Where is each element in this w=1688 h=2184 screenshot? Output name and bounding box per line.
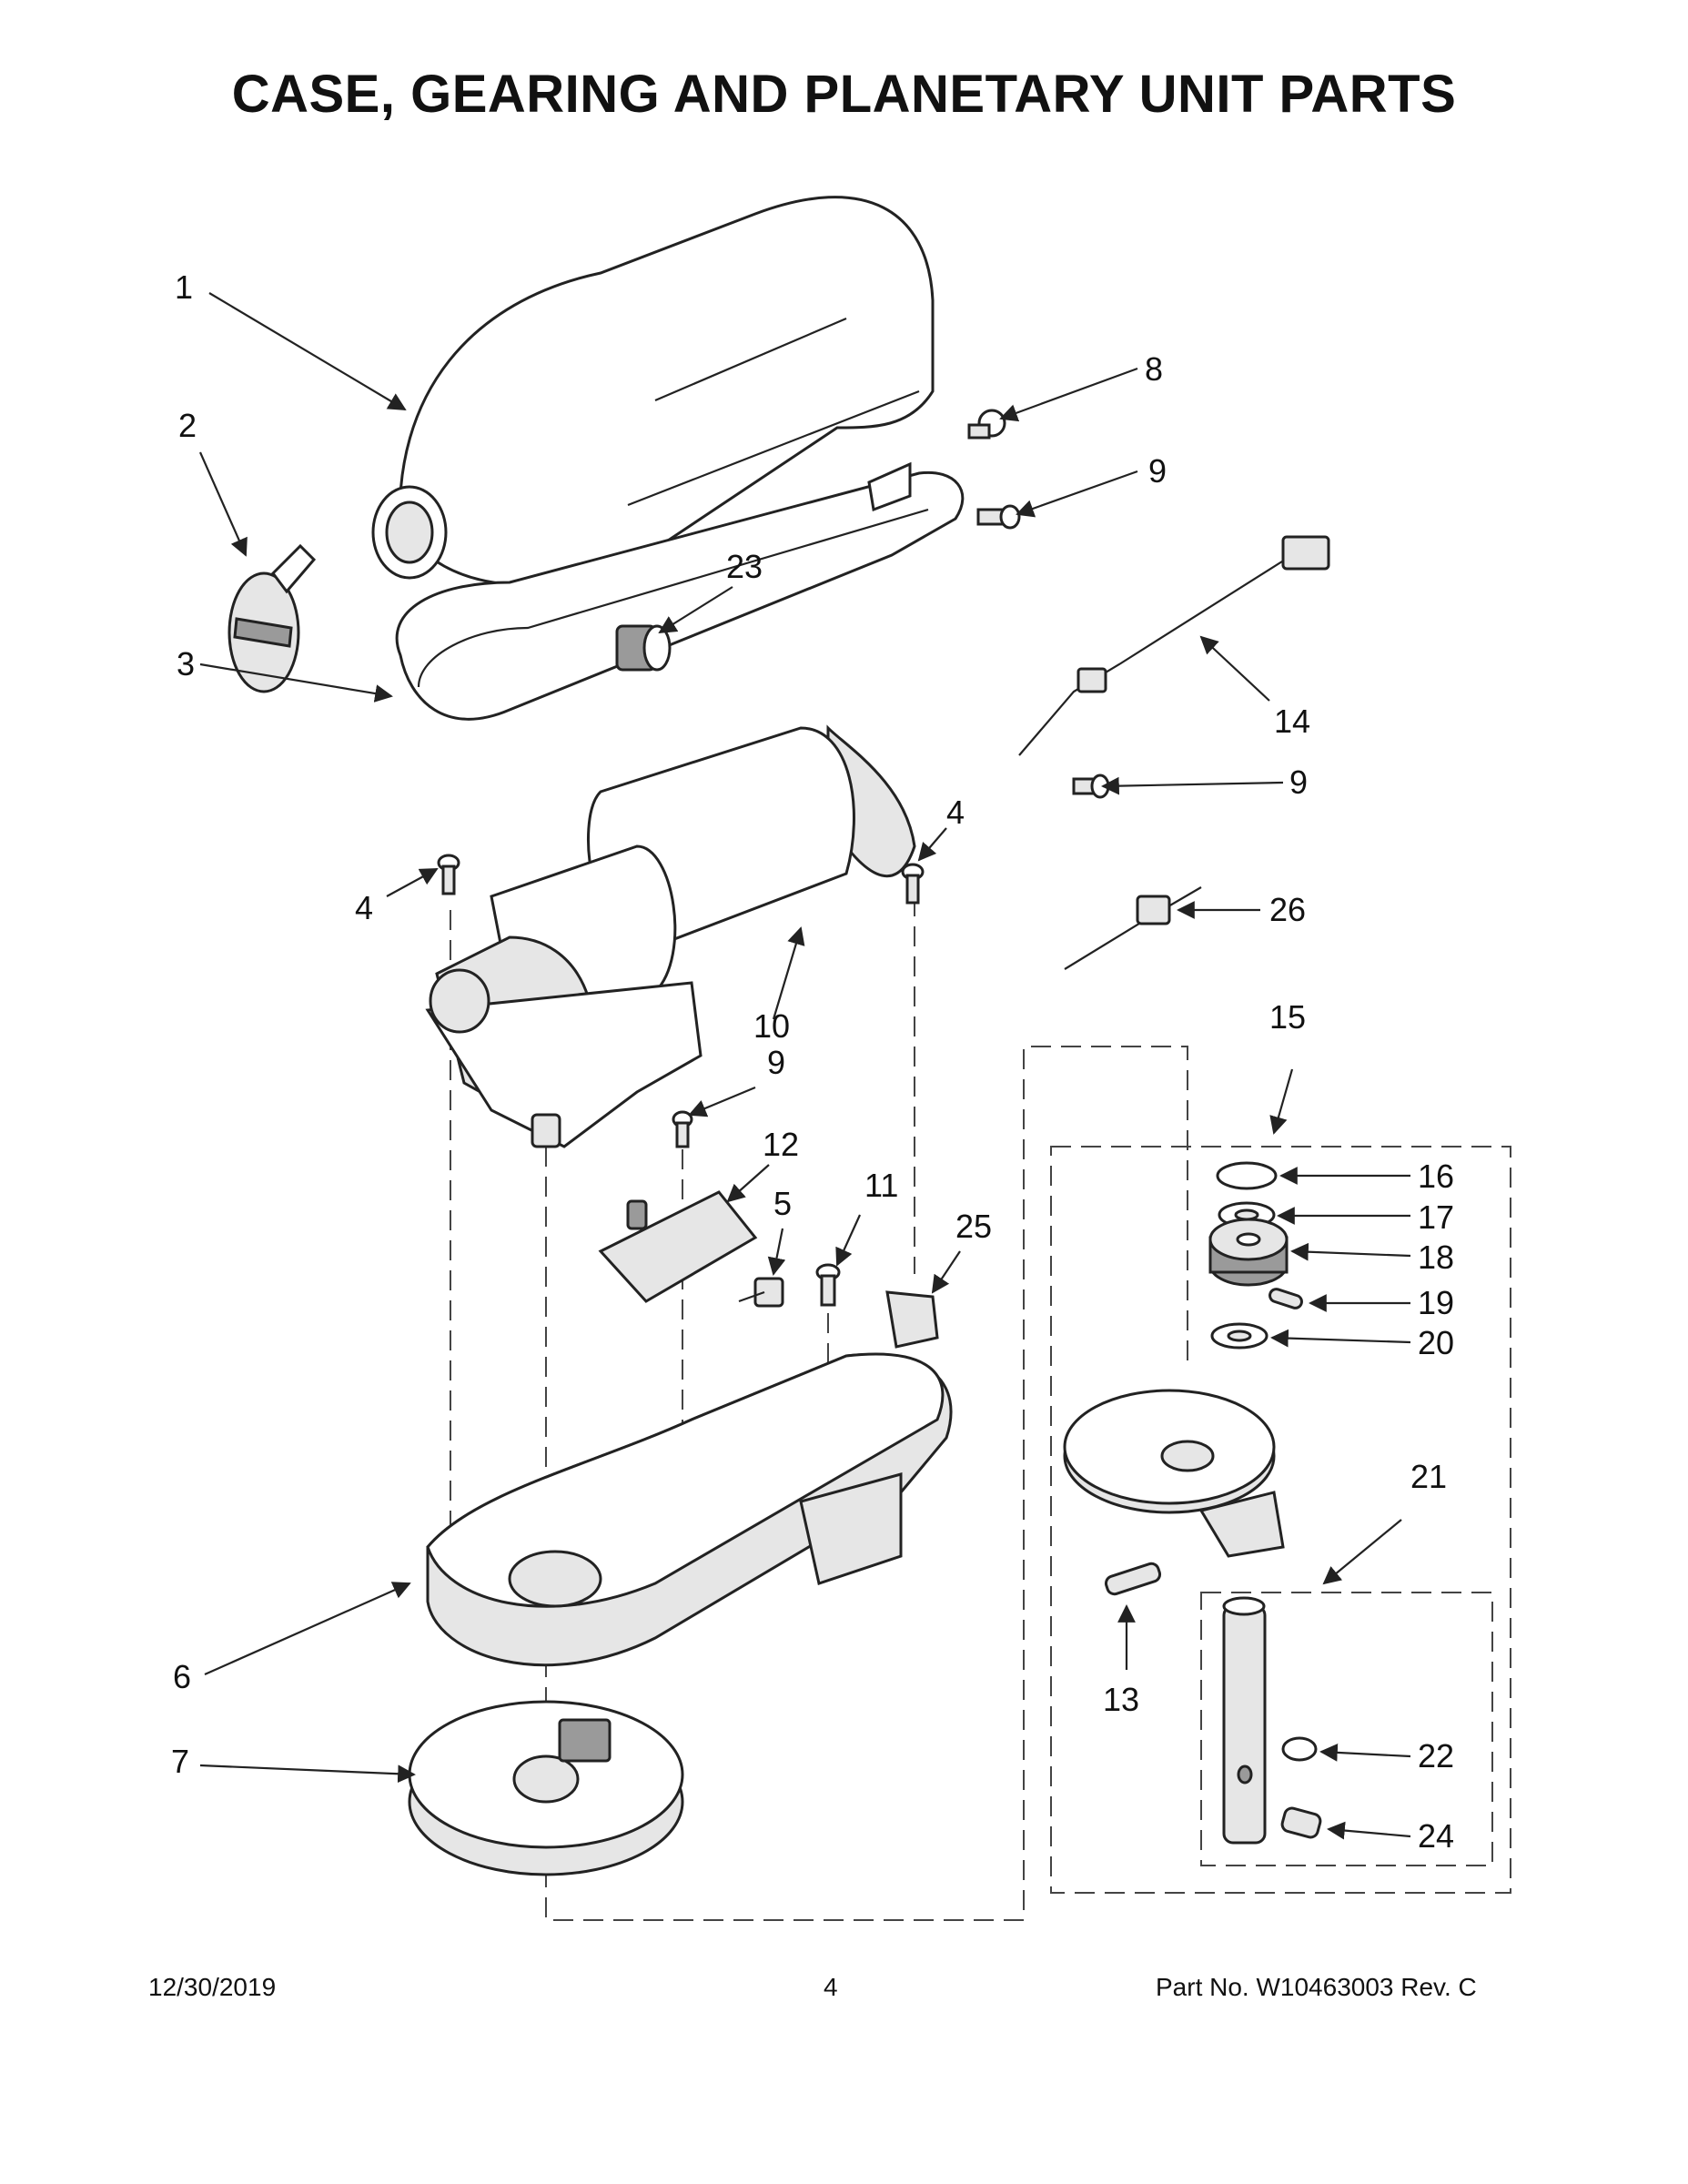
part-25-clip: [885, 1290, 939, 1349]
part-4-screw-left: [437, 854, 460, 895]
part-7-planetary-plate: [408, 1700, 684, 1876]
footer-date: 12/30/2019: [148, 1973, 277, 2001]
callout-23: 23: [726, 548, 763, 585]
part-21-shaft: [1222, 1596, 1267, 1845]
part-1-motor-housing: [371, 196, 935, 587]
callout-4-left: 4: [355, 889, 374, 926]
callout-16: 16: [1418, 1158, 1455, 1195]
footer-page-number: 4: [824, 1973, 838, 2001]
part-19-pin: [1269, 1288, 1303, 1309]
page-title: CASE, GEARING AND PLANETARY UNIT PARTS: [231, 65, 1457, 124]
callout-21: 21: [1410, 1458, 1448, 1495]
callout-7: 7: [171, 1743, 190, 1780]
callout-14: 14: [1274, 703, 1311, 740]
part-23-hinge-pin: [615, 624, 672, 672]
callout-13: 13: [1103, 1681, 1140, 1718]
callout-leaders: [198, 292, 1411, 1840]
part-11-screw: [815, 1263, 841, 1307]
callout-4-right: 4: [946, 794, 965, 831]
callout-2: 2: [178, 407, 197, 444]
callout-9-cord: 9: [1289, 763, 1309, 801]
part-3-trim-band: [395, 470, 965, 721]
callout-15: 15: [1269, 998, 1307, 1036]
callout-17: 17: [1418, 1198, 1455, 1236]
callout-22: 22: [1418, 1737, 1455, 1774]
callout-18: 18: [1418, 1239, 1455, 1276]
callout-8: 8: [1145, 350, 1164, 388]
part-12-control-board: [598, 1190, 758, 1303]
callout-19: 19: [1418, 1284, 1455, 1321]
footer-part-number: Part No. W10463003 Rev. C: [1156, 1973, 1477, 2001]
callout-9-top: 9: [1148, 452, 1167, 490]
part-10-motor-assembly: [425, 724, 916, 1148]
part-4-screw-right: [901, 863, 925, 905]
callout-12: 12: [763, 1126, 800, 1163]
callout-24: 24: [1418, 1817, 1455, 1855]
part-5-speed-switch: [738, 1277, 784, 1308]
callout-10: 10: [753, 1007, 791, 1045]
callout-5: 5: [773, 1185, 793, 1222]
callout-11: 11: [864, 1167, 899, 1204]
part-13-pin: [1104, 1562, 1162, 1596]
part-9-screw-base: [672, 1110, 693, 1148]
callout-1: 1: [175, 268, 194, 306]
part-9-screw-top: [867, 461, 1021, 530]
part-2-hinge-cover: [227, 543, 317, 693]
part-24-pin: [1280, 1806, 1322, 1839]
part-20-washer: [1210, 1322, 1269, 1350]
part-22-retaining-ring: [1281, 1736, 1318, 1762]
callout-26: 26: [1269, 891, 1307, 928]
part-26-wire-harness: [1064, 886, 1202, 970]
callout-25: 25: [955, 1208, 993, 1245]
callout-20: 20: [1418, 1324, 1455, 1361]
callout-9-base: 9: [767, 1044, 786, 1081]
part-8-screw: [967, 409, 1006, 440]
part-14-power-cord: [1018, 535, 1330, 756]
part-21-planetary-unit: [1063, 1389, 1285, 1558]
part-18-gear: [1208, 1218, 1289, 1287]
part-6-gear-case: [426, 1352, 953, 1667]
callout-6: 6: [173, 1658, 192, 1695]
part-16-retaining-ring: [1216, 1161, 1278, 1190]
callout-3: 3: [177, 645, 196, 682]
